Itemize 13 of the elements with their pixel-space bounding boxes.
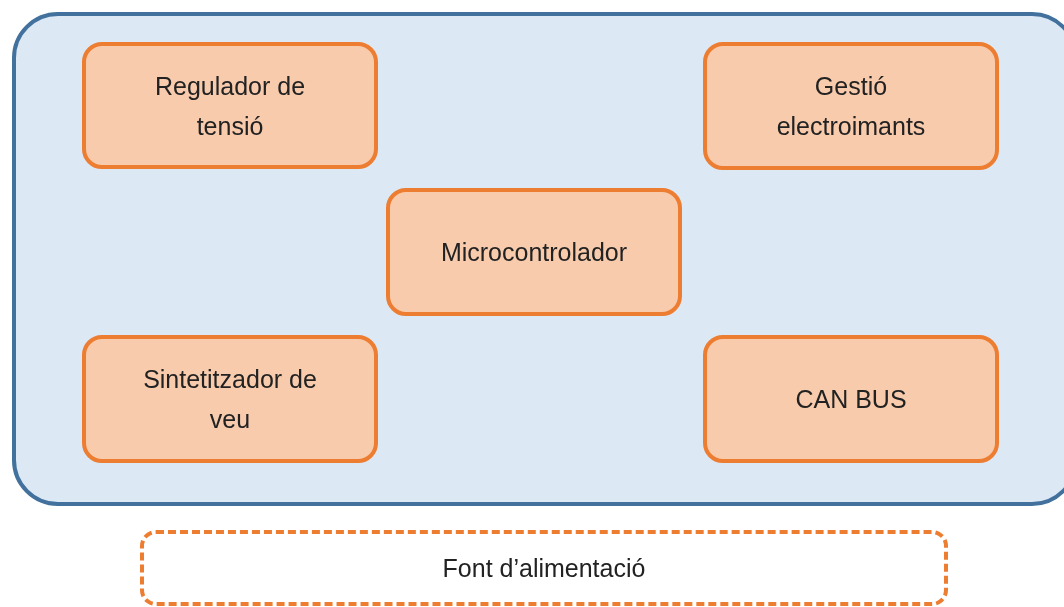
box-label: CAN BUS (795, 384, 907, 415)
module-box (703, 42, 999, 170)
box-label: Sintetitzador de veu (142, 364, 318, 435)
box-label: Gestió electroimants (775, 71, 927, 142)
box-label: Regulador de tensió (153, 70, 307, 142)
module-box (703, 335, 999, 463)
module-box (82, 42, 378, 169)
module-box (386, 188, 682, 316)
box-label: Font d’alimentació (442, 553, 646, 584)
container-panel (12, 12, 1064, 506)
box-label: Microcontrolador (440, 237, 628, 268)
dashed-box (140, 530, 948, 606)
module-box (82, 335, 378, 463)
